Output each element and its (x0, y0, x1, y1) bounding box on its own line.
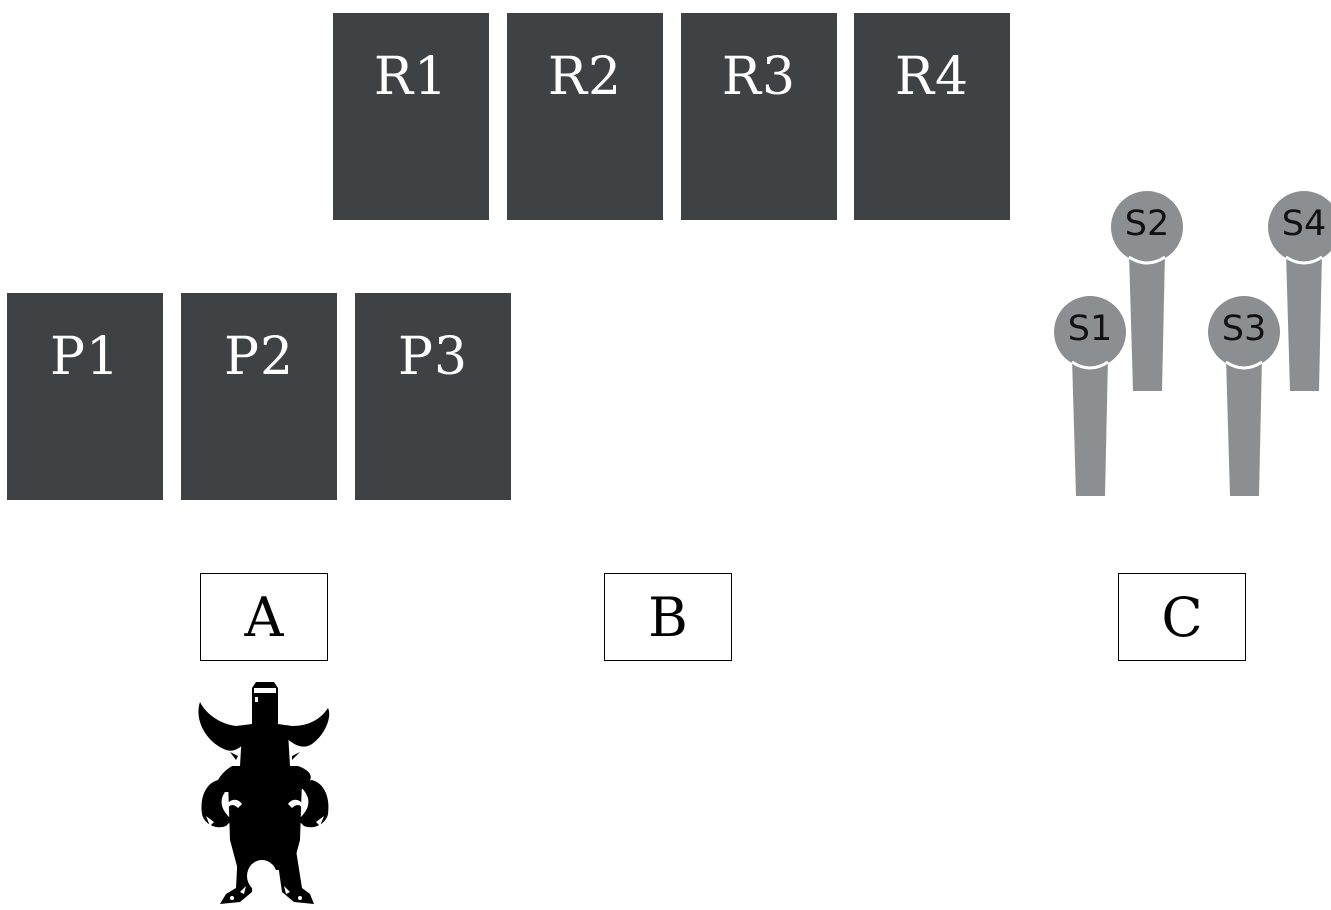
zone-c-label: C (1161, 586, 1203, 649)
zone-c[interactable]: C (1118, 573, 1246, 661)
card-r1[interactable]: R1 (333, 13, 489, 220)
mic-s3-label: S3 (1221, 309, 1267, 349)
zone-a[interactable]: A (200, 573, 328, 661)
card-p2[interactable]: P2 (181, 293, 337, 500)
card-r4-label: R4 (894, 47, 970, 107)
microphone-icon (1054, 296, 1126, 496)
mic-s3[interactable]: S3 (1204, 296, 1284, 516)
card-r2[interactable]: R2 (507, 13, 663, 220)
zone-b[interactable]: B (604, 573, 732, 661)
card-p1[interactable]: P1 (7, 293, 163, 500)
cowboy-character[interactable] (192, 680, 337, 906)
mic-s2-label: S2 (1124, 204, 1170, 244)
card-p3[interactable]: P3 (355, 293, 511, 500)
mic-s1[interactable]: S1 (1050, 296, 1130, 516)
card-p1-label: P1 (49, 327, 121, 387)
microphone-icon (1268, 191, 1331, 391)
card-p2-label: P2 (223, 327, 295, 387)
card-r3-label: R3 (721, 47, 797, 107)
card-r3[interactable]: R3 (681, 13, 837, 220)
zone-b-label: B (648, 586, 688, 649)
mic-s2[interactable]: S2 (1107, 191, 1187, 411)
card-r2-label: R2 (547, 47, 623, 107)
zone-a-label: A (244, 586, 284, 649)
cowboy-silhouette-icon (198, 682, 330, 906)
mic-s4[interactable]: S4 (1264, 191, 1331, 411)
microphone-icon (1208, 296, 1280, 496)
card-p3-label: P3 (397, 327, 469, 387)
card-r1-label: R1 (373, 47, 449, 107)
mic-s1-label: S1 (1067, 309, 1113, 349)
microphone-icon (1111, 191, 1183, 391)
mic-s4-label: S4 (1281, 204, 1327, 244)
card-r4[interactable]: R4 (854, 13, 1010, 220)
